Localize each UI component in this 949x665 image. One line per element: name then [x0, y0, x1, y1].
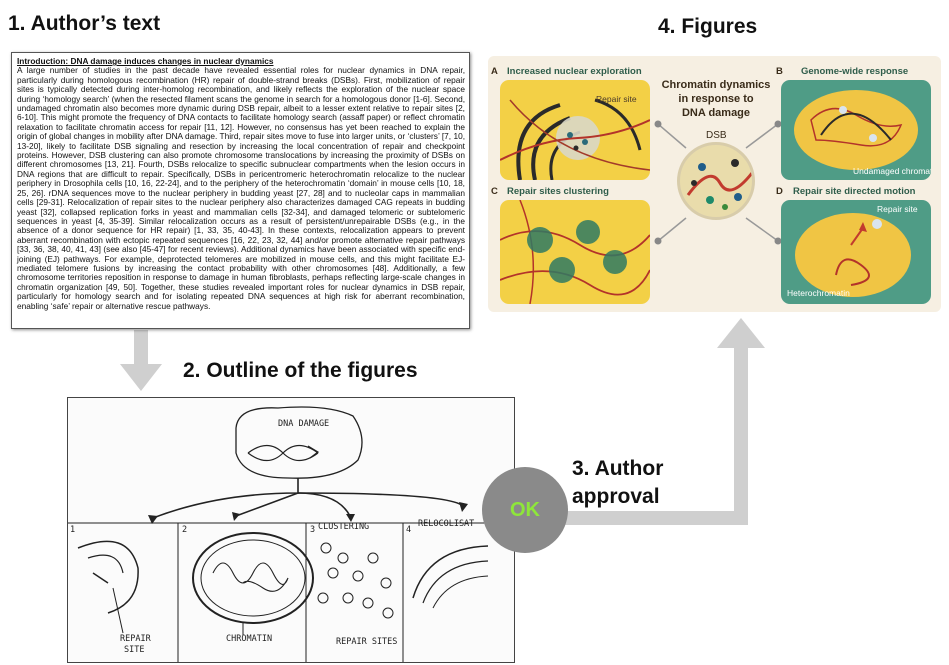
sketch-label-clustering: CLUSTERING: [318, 522, 369, 532]
panel-a-title: Increased nuclear exploration: [507, 66, 642, 77]
step-4-title: 4. Figures: [658, 15, 758, 38]
sketch-number-2: 2: [182, 525, 187, 535]
sketch-number-3: 3: [310, 525, 315, 535]
panel-c-illustration: [500, 200, 650, 304]
panel-b-title: Genome-wide response: [801, 66, 909, 77]
step-3-line-2: approval: [572, 485, 660, 508]
step-1-title: 1. Author’s text: [8, 12, 161, 35]
approval-ok-label: OK: [510, 498, 540, 521]
center-title: Chromatin dynamics in response to DNA da…: [655, 78, 777, 120]
author-text-body: A large number of studies in the past de…: [17, 65, 465, 311]
sketch-label-repair: REPAIR: [120, 634, 152, 644]
down-arrow: [120, 330, 162, 391]
sketch-label-site: SITE: [124, 645, 144, 655]
panel-d-illustration: Repair site Heterochromatin: [781, 200, 931, 304]
panel-b-note: Undamaged chromatin: [853, 166, 931, 176]
figure-outline-sketch: DNA DAMAGE 1 2 3 4 CLUSTERING RELOCOLISA…: [67, 397, 515, 663]
sketch-number-4: 4: [406, 525, 411, 535]
panel-d-letter: D: [776, 186, 783, 197]
step-3-title: 3. Author approval: [572, 455, 663, 511]
step-2-title: 2. Outline of the figures: [183, 359, 418, 382]
center-title-line-3: DNA damage: [681, 107, 751, 119]
panel-b-letter: B: [776, 66, 783, 77]
sketch-label-chromatin: CHROMATIN: [226, 634, 272, 644]
panel-a-letter: A: [491, 66, 498, 77]
panel-c-title: Repair sites clustering: [507, 186, 609, 197]
sketch-label-dna-damage: DNA DAMAGE: [278, 419, 329, 429]
panel-b-illustration: Undamaged chromatin: [781, 80, 931, 180]
panel-d-note-repair-site: Repair site: [877, 204, 918, 214]
center-title-line-1: Chromatin dynamics: [661, 79, 771, 91]
panel-a-note: Repair site: [596, 94, 637, 104]
panel-d-note-heterochromatin: Heterochromatin: [787, 288, 850, 298]
figure-connectors: [654, 120, 782, 245]
author-text-heading: Introduction: DNA damage induces changes…: [17, 56, 274, 66]
author-text-box: Introduction: DNA damage induces changes…: [11, 52, 470, 329]
panel-c-letter: C: [491, 186, 498, 197]
center-dsb-label: DSB: [706, 130, 727, 141]
center-title-line-2: in response to: [678, 93, 754, 105]
panel-d-title: Repair site directed motion: [793, 186, 916, 197]
approval-circle: OK: [482, 467, 568, 553]
center-dsb-illustration: [677, 142, 755, 220]
step-3-line-1: 3. Author: [572, 457, 664, 480]
sketch-label-repair-sites: REPAIR SITES: [336, 637, 397, 647]
sketch-number-1: 1: [70, 525, 75, 535]
panel-a-illustration: Repair site: [500, 80, 650, 180]
figures-panel: A Increased nuclear exploration Repair s…: [488, 56, 941, 312]
sketch-label-relocalisation: RELOCOLISAT: [418, 519, 474, 529]
